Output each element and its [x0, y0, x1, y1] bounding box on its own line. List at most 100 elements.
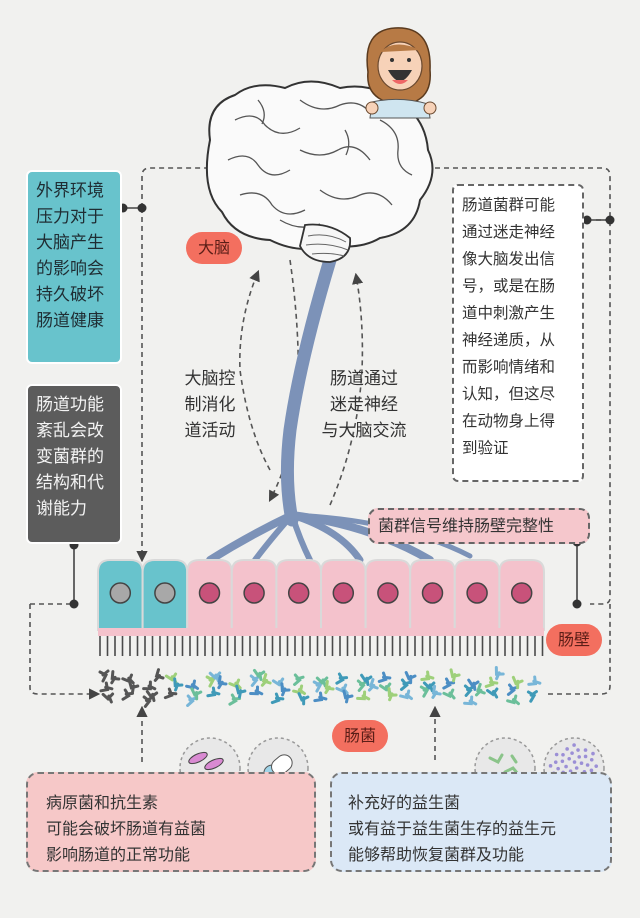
bacterium — [399, 678, 412, 691]
bacterium — [342, 689, 354, 704]
line: 能够帮助恢复菌群及功能 — [348, 845, 525, 864]
prebiotic-dot — [583, 748, 588, 752]
bacterium — [99, 681, 114, 693]
bacterium — [377, 671, 392, 683]
bacterium — [527, 675, 542, 686]
bacterium — [313, 691, 328, 703]
bacterium — [467, 678, 480, 691]
bacterium — [431, 684, 442, 699]
prebiotic-dot — [579, 761, 584, 766]
bacterium — [153, 668, 165, 682]
bacterium — [335, 672, 349, 685]
gut-wall-cells — [97, 559, 545, 636]
bacterium — [474, 682, 486, 697]
brain-illustration — [205, 80, 434, 263]
cell-nucleus — [510, 582, 533, 604]
gut-communicates-text: 肠道通过 迷走神经 与大脑交流 — [306, 366, 422, 444]
prebiotic-dot — [583, 754, 588, 759]
line: 制消化 — [184, 395, 236, 415]
microvilli — [99, 636, 544, 656]
bacterium — [121, 688, 135, 701]
line: 可能会破坏肠道有益菌 — [46, 819, 207, 838]
prebiotic-dot — [567, 756, 572, 761]
bacterium — [142, 680, 157, 691]
bacterium — [360, 673, 373, 686]
line: 的影响会 — [36, 259, 104, 279]
bacterium — [173, 677, 184, 692]
bacterium — [404, 671, 417, 685]
line: 影响肠道的正常功能 — [46, 845, 191, 864]
cell-nucleus — [243, 582, 265, 604]
bacterium — [228, 693, 242, 706]
bacterium — [463, 695, 478, 706]
bacterium — [249, 685, 264, 696]
bacterium — [315, 676, 329, 688]
bacterium — [110, 670, 121, 685]
line: 谢能力 — [36, 499, 87, 519]
vagus-signal-box: 肠道菌群可能 通过迷走神经 像大脑发出信 号，或是在肠 道中刺激产生 神经递质，… — [452, 184, 584, 482]
bacterium — [297, 692, 310, 706]
vagus-nerve — [206, 253, 473, 564]
prebiotic-dot — [554, 752, 559, 757]
bacterium — [442, 677, 456, 690]
prebiotic-dot — [585, 763, 590, 767]
line: 大脑产生 — [36, 233, 104, 253]
line: 紊乱会改 — [36, 421, 104, 441]
line: 像大脑发出信 — [462, 250, 556, 268]
cell-nucleus — [377, 582, 399, 604]
line: 病原菌和抗生素 — [46, 793, 159, 812]
bacterium — [422, 681, 436, 693]
line: 而影响情绪和 — [462, 358, 556, 376]
external-stress-box: 外界环境 压力对于 大脑产生 的影响会 持久破坏 肠道健康 — [26, 170, 122, 364]
prebiotic-dot — [572, 743, 576, 747]
bacterium — [324, 679, 335, 695]
prebiotic-dot — [548, 764, 553, 768]
line: 肠道菌群可能 — [462, 196, 556, 214]
bacterium — [98, 669, 110, 683]
bacterium — [145, 690, 159, 703]
line: 外界环境 — [36, 181, 104, 201]
bacterium — [190, 687, 203, 701]
prebiotic-dot — [565, 747, 569, 751]
prebiotic-dot — [577, 755, 582, 759]
pathogens-box: 病原菌和抗生素 可能会破坏肠道有益菌 影响肠道的正常功能 — [26, 772, 316, 872]
bacterium — [121, 673, 135, 685]
bacterium — [260, 673, 272, 687]
prebiotic-dot — [574, 766, 579, 770]
cell-nucleus — [154, 582, 176, 604]
prebiotic-dot — [570, 751, 574, 755]
bacterium — [526, 690, 538, 703]
bacterium — [228, 678, 242, 690]
bacterium — [420, 670, 435, 682]
prebiotic-dot — [576, 748, 580, 752]
bacterium — [511, 675, 524, 690]
bacterium — [185, 679, 200, 690]
gut-wall-label: 肠壁 — [546, 624, 602, 656]
bacterium — [235, 684, 247, 699]
line: 肠道健康 — [36, 311, 104, 331]
prebiotic-dot — [560, 759, 565, 764]
prebiotic-dot — [594, 764, 599, 768]
line: 与大脑交流 — [321, 421, 407, 441]
line: 变菌群的 — [36, 447, 104, 467]
line: 号，或是在肠 — [462, 277, 556, 295]
brain-controls-text: 大脑控 制消化 道活动 — [172, 366, 248, 444]
flora-signal-box: 菌群信号维持肠壁完整性 — [368, 508, 590, 544]
line: 在动物身上得 — [462, 412, 556, 430]
bacterium — [442, 688, 456, 700]
bacterium — [101, 692, 115, 704]
line: 压力对于 — [36, 207, 104, 227]
gut-dysfunction-box: 肠道功能 紊乱会改 变菌群的 结构和代 谢能力 — [26, 384, 122, 544]
bacterium — [387, 687, 398, 702]
line: 通过迷走神经 — [462, 223, 556, 241]
bacterium — [252, 668, 266, 682]
line: 持久破坏 — [36, 285, 104, 305]
line: 肠道通过 — [330, 369, 398, 389]
prebiotic-dot — [589, 768, 594, 773]
line: 迷走神经 — [330, 395, 398, 415]
bacterium — [206, 686, 221, 698]
prebiotic-dot — [564, 764, 568, 769]
cell-nucleus — [109, 582, 132, 604]
cell-nucleus — [198, 582, 221, 604]
